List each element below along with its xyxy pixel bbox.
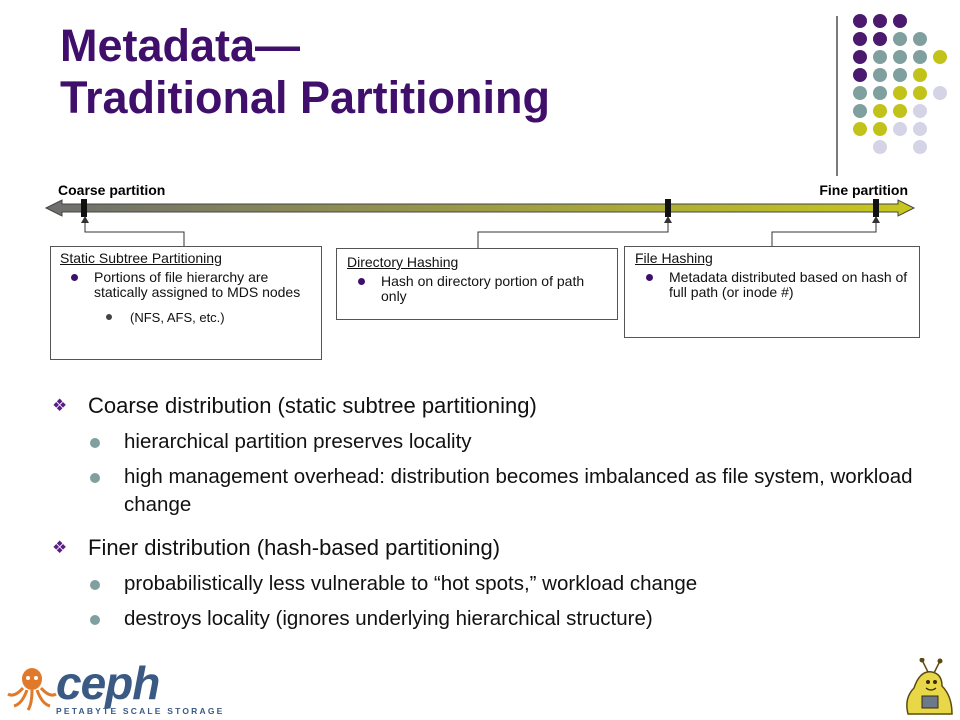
static-subtree-bullet: Portions of file hierarchy are staticall… xyxy=(60,270,313,300)
static-subtree-sub-bullet: (NFS, AFS, etc.) xyxy=(60,310,313,325)
title-line-2: Traditional Partitioning xyxy=(60,72,551,123)
title-line-1: Metadata— xyxy=(60,20,301,71)
decorative-vertical-line xyxy=(836,16,838,176)
slug-mascot-icon xyxy=(906,658,953,715)
main-bullet-list: ❖ Coarse distribution (static subtree pa… xyxy=(52,392,942,640)
file-hashing-bullet: Metadata distributed based on hash of fu… xyxy=(635,270,911,300)
diamond-bullet-icon: ❖ xyxy=(52,396,68,415)
bullet-coarse-distribution: ❖ Coarse distribution (static subtree pa… xyxy=(52,393,537,418)
slide-title: Metadata— Traditional Partitioning xyxy=(60,20,820,124)
sub-bullet-preserves-locality: hierarchical partition preserves localit… xyxy=(52,428,942,456)
sub-bullet-destroys-locality: destroys locality (ignores underlying hi… xyxy=(52,605,942,633)
ceph-tagline: PETABYTE SCALE STORAGE xyxy=(56,706,225,716)
sub-bullet-hot-spots: probabilistically less vulnerable to “ho… xyxy=(52,570,942,598)
ceph-octopus-logo-icon xyxy=(7,668,57,711)
file-hashing-box: File Hashing Metadata distributed based … xyxy=(624,246,920,338)
fine-partition-label: Fine partition xyxy=(819,182,908,198)
static-subtree-box: Static Subtree Partitioning Portions of … xyxy=(50,246,322,360)
ceph-wordmark: ceph xyxy=(56,657,160,709)
coarse-partition-label: Coarse partition xyxy=(58,182,166,198)
directory-hashing-box: Directory Hashing Hash on directory port… xyxy=(336,248,618,320)
directory-hashing-title: Directory Hashing xyxy=(347,254,459,270)
bullet-finer-distribution: ❖ Finer distribution (hash-based partiti… xyxy=(52,535,501,560)
dot-grid-decoration xyxy=(853,14,947,154)
sub-bullet-management-overhead: high management overhead: distribution b… xyxy=(52,463,942,519)
file-hashing-title: File Hashing xyxy=(635,250,713,266)
directory-hashing-bullet: Hash on directory portion of path only xyxy=(347,274,609,304)
partition-spectrum-arrow xyxy=(44,199,916,248)
static-subtree-title: Static Subtree Partitioning xyxy=(60,250,222,266)
diamond-bullet-icon: ❖ xyxy=(52,538,68,557)
